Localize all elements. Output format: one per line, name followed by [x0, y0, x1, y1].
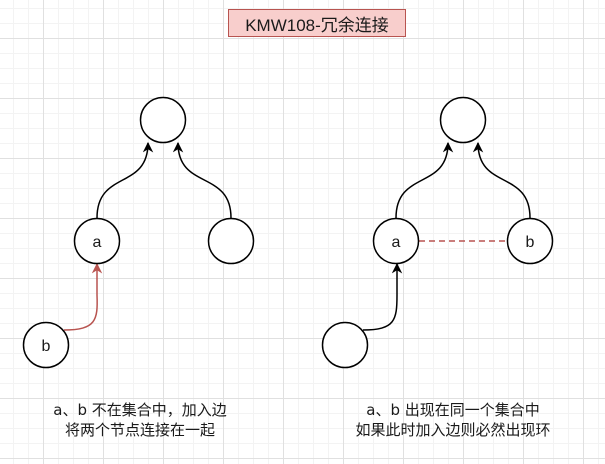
right-caption-line-1: a、b 出现在同一个集合中 [366, 401, 540, 419]
edge-a-to-root [395, 141, 454, 219]
node-b-label: b [42, 338, 51, 355]
diagram-title: KMW108-冗余连接 [228, 9, 406, 37]
node-b-label: b [526, 234, 535, 251]
node-a[interactable]: a [73, 217, 121, 265]
node-root[interactable] [439, 96, 487, 144]
node-b[interactable]: b [22, 321, 70, 369]
node-a-label: a [93, 234, 102, 251]
node-child[interactable] [321, 321, 369, 369]
left-caption-line-1: a、b 不在集合中，加入边 [53, 401, 227, 419]
right-caption: a、b 出现在同一个集合中 如果此时加入边则必然出现环 [318, 400, 588, 440]
right-panel: a b [321, 96, 554, 369]
node-a[interactable]: a [372, 217, 420, 265]
left-caption: a、b 不在集合中，加入边 将两个节点连接在一起 [20, 400, 260, 440]
edge-b-to-root [472, 141, 531, 219]
edge-b-to-a [63, 262, 103, 331]
right-caption-line-2: 如果此时加入边则必然出现环 [355, 421, 551, 439]
node-b[interactable]: b [506, 217, 554, 265]
node-root[interactable] [139, 96, 187, 144]
left-caption-line-2: 将两个节点连接在一起 [64, 421, 215, 439]
edge-child-to-a [362, 262, 403, 331]
edge-a-to-root [96, 141, 154, 219]
node-a-label: a [392, 234, 401, 251]
left-panel: a b [22, 96, 255, 369]
edge-sibling-to-root [172, 141, 232, 219]
node-sibling[interactable] [207, 217, 255, 265]
